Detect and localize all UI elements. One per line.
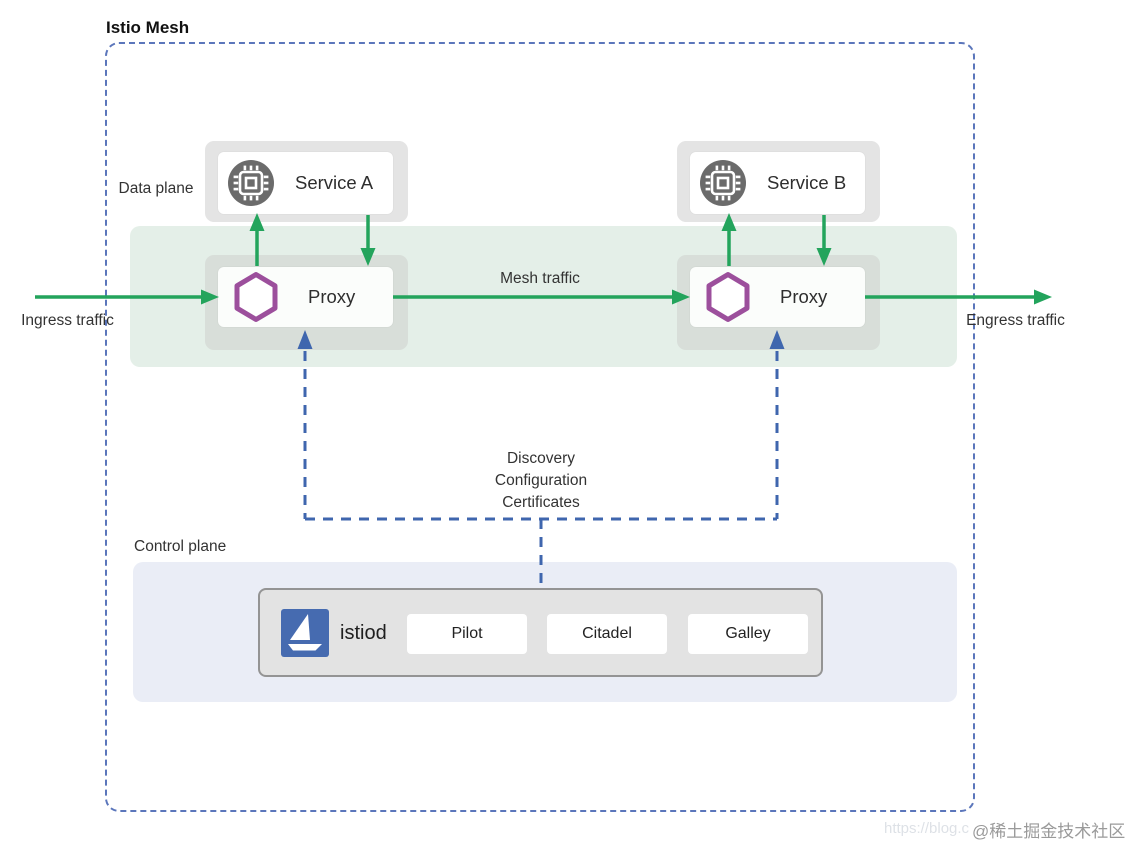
diagram-title: Istio Mesh (106, 18, 190, 37)
data-plane-label: Data plane (118, 180, 194, 197)
service-b-label: Service B (767, 172, 847, 193)
configuration-line: Configuration (494, 472, 588, 489)
chip-icon (700, 160, 746, 206)
service-a-label: Service A (295, 172, 374, 193)
istiod-label: istiod (340, 622, 387, 644)
watermark-url: https://blog.c (884, 820, 970, 837)
istio-mesh-boundary (105, 42, 975, 812)
discovery-line: Discovery (506, 450, 576, 467)
proxy-left-node: Proxy (218, 267, 393, 327)
hexagon-icon (234, 272, 278, 322)
egress-traffic-label: Engress traffic (966, 312, 1065, 329)
component-galley: Galley (688, 614, 808, 654)
certificates-line: Certificates (502, 494, 580, 511)
sailboat-glyph (288, 614, 322, 651)
service-b-node: Service B (690, 152, 865, 214)
discovery-configuration-certificates-label: Discovery Configuration Certificates (451, 448, 631, 514)
component-pilot: Pilot (407, 614, 527, 654)
control-plane-label: Control plane (134, 538, 227, 555)
ingress-traffic-label: Ingress traffic (21, 312, 114, 329)
hexagon-icon (706, 272, 750, 322)
mesh-traffic-label: Mesh traffic (500, 270, 580, 287)
istiod-box: istiod Pilot Citadel Galley (258, 588, 823, 677)
proxy-right-label: Proxy (780, 286, 828, 307)
service-a-node: Service A (218, 152, 393, 214)
watermark-community: @稀土掘金技术社区 (972, 822, 1126, 841)
proxy-right-node: Proxy (690, 267, 865, 327)
istio-sailboat-icon (281, 609, 329, 657)
chip-icon (228, 160, 274, 206)
component-citadel: Citadel (547, 614, 667, 654)
proxy-left-label: Proxy (308, 286, 356, 307)
